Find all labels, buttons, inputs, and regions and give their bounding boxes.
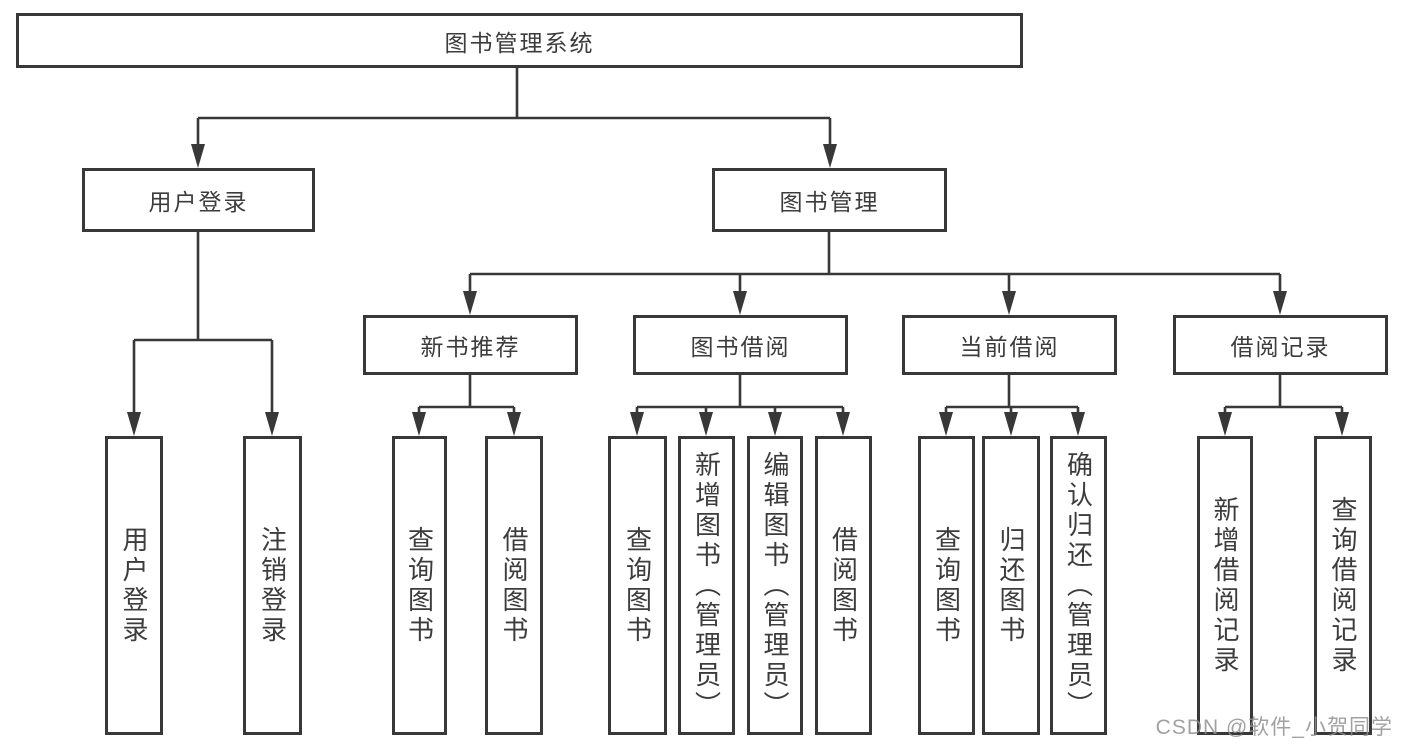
connector-user-login [132, 232, 274, 418]
leaf-query-books-recommend: 查询图书 [392, 436, 447, 735]
leaf-add-book-admin: 新增图书（管理员） [678, 436, 735, 735]
leaf-add-borrow-record: 新增借阅记录 [1197, 436, 1253, 735]
leaf-return-books: 归还图书 [982, 436, 1040, 735]
leaf-borrow-books-recommend: 借阅图书 [485, 436, 543, 735]
connector-root [196, 68, 832, 150]
connector-book-borrow [635, 375, 845, 418]
leaf-borrow-books: 借阅图书 [815, 436, 872, 735]
connector-new-book-recommend [417, 375, 516, 418]
leaf-user-login: 用户登录 [105, 436, 163, 735]
connector-current-borrow [944, 375, 1080, 418]
node-book-management: 图书管理 [712, 168, 947, 232]
connector-book-management [468, 232, 1282, 297]
leaf-query-books-current: 查询图书 [918, 436, 975, 735]
csdn-watermark: CSDN @软件_小贺同学 [1155, 716, 1393, 739]
node-root: 图书管理系统 [16, 13, 1023, 68]
arrowheads [127, 144, 1349, 436]
node-borrow-records: 借阅记录 [1173, 315, 1388, 375]
leaf-query-books-borrow: 查询图书 [608, 436, 667, 735]
leaf-edit-book-admin: 编辑图书（管理员） [747, 436, 803, 735]
node-current-borrow: 当前借阅 [902, 315, 1117, 375]
leaf-confirm-return-admin: 确认归还（管理员） [1050, 436, 1107, 735]
node-user-login: 用户登录 [82, 168, 315, 232]
leaf-logout: 注销登录 [243, 436, 302, 735]
node-book-borrow: 图书借阅 [633, 315, 848, 375]
leaf-query-borrow-record: 查询借阅记录 [1314, 436, 1372, 735]
connector-borrow-records [1223, 375, 1344, 418]
node-new-book-recommend: 新书推荐 [363, 315, 578, 375]
